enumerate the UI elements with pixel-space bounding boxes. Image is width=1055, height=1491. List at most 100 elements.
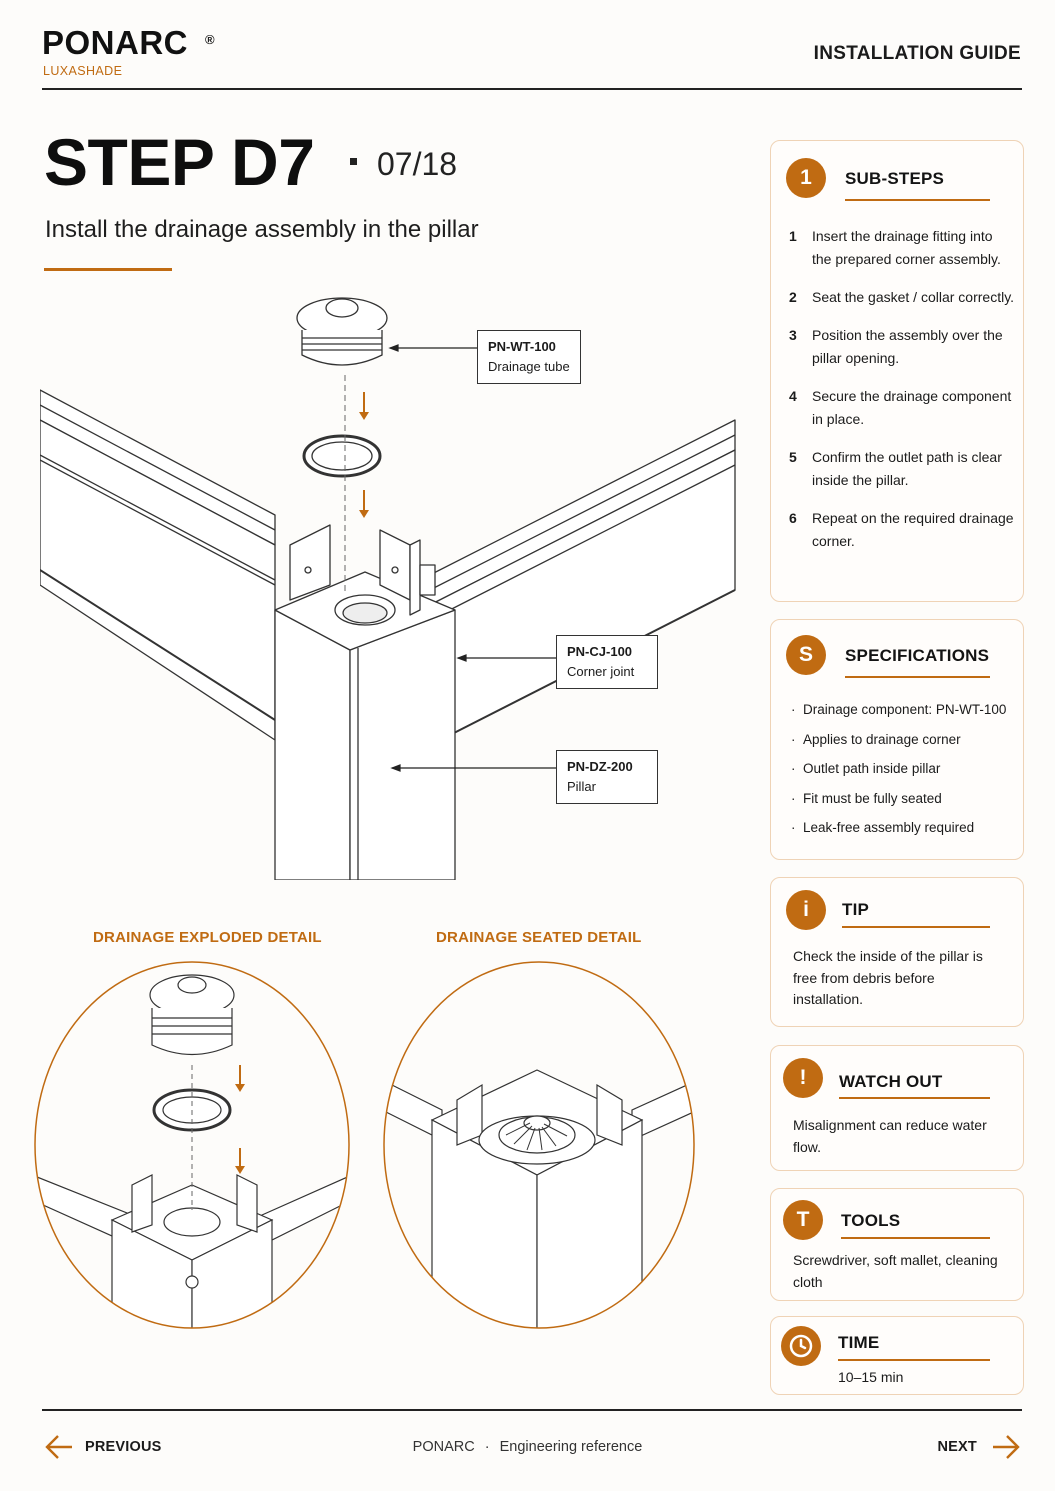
callout-name: Drainage tube <box>488 359 570 374</box>
callout-code: PN-CJ-100 <box>567 644 633 659</box>
list-item: 4 Secure the drainage component in place. <box>789 385 1015 431</box>
arrow-left-icon <box>45 1435 72 1459</box>
substep-number: 6 <box>789 510 797 526</box>
specifications-title-rule <box>845 676 990 678</box>
substep-text: Seat the gasket / collar correctly. <box>812 289 1015 305</box>
clock-icon <box>781 1326 821 1366</box>
exploded-detail-label: DRAINAGE EXPLODED DETAIL <box>93 929 322 946</box>
header-divider <box>42 88 1022 90</box>
brand-subtitle: LUXASHADE <box>43 64 123 78</box>
tools-icon: T <box>783 1200 823 1240</box>
pillar-right-face <box>349 609 456 880</box>
next-label: NEXT <box>937 1439 977 1455</box>
next-button[interactable]: NEXT <box>938 1434 1021 1460</box>
watch-out-card: ! WATCH OUT Misalignment can reduce wate… <box>770 1045 1024 1171</box>
callout-corner-joint: PN-CJ-100 Corner joint <box>556 635 658 689</box>
tools-title-rule <box>841 1237 990 1239</box>
warning-icon: ! <box>783 1058 823 1098</box>
info-icon: i <box>786 890 826 930</box>
footer-brand: PONARC <box>412 1439 475 1455</box>
list-item: 6 Repeat on the required drainage corner. <box>789 507 1015 553</box>
footer-separator: · <box>484 1439 490 1455</box>
footer-reference: PONARC · Engineering reference <box>0 1439 1055 1455</box>
spec-text: Applies to drainage corner <box>803 731 961 747</box>
callout-code: PN-DZ-200 <box>567 759 633 774</box>
callout-code: PN-WT-100 <box>488 339 556 354</box>
watch-out-title: WATCH OUT <box>839 1072 943 1091</box>
tip-text: Check the inside of the pillar is free f… <box>793 948 983 1007</box>
document-type: INSTALLATION GUIDE <box>813 43 1021 64</box>
list-item: · Leak-free assembly required <box>791 818 1021 838</box>
substeps-title-rule <box>845 199 990 201</box>
substep-number: 3 <box>789 327 797 343</box>
list-item: ·Outlet path inside pillar <box>791 759 1021 779</box>
title-accent-bar <box>44 268 172 271</box>
seated-detail-illustration <box>383 961 695 1329</box>
right-beam-face <box>419 449 736 736</box>
step-counter: 07/18 <box>377 146 458 182</box>
substep-text: Insert the drainage fitting into the pre… <box>812 228 1001 267</box>
substeps-list: 1 Insert the drainage fitting into the pr… <box>789 225 1015 568</box>
time-title: TIME <box>838 1333 880 1352</box>
seated-detail-label: DRAINAGE SEATED DETAIL <box>436 929 642 946</box>
list-item: 5 Confirm the outlet path is clear inside… <box>789 446 1015 492</box>
substep-text: Secure the drainage component in place. <box>812 388 1012 427</box>
tip-title: TIP <box>842 900 870 919</box>
tools-card: T TOOLS Screwdriver, soft mallet, cleani… <box>770 1188 1024 1301</box>
callout-drainage-tube: PN-WT-100 Drainage tube <box>477 330 581 384</box>
callout-name: Pillar <box>567 779 596 794</box>
tip-title-rule <box>842 926 990 928</box>
specifications-title: SPECIFICATIONS <box>845 646 990 665</box>
spec-text: Leak-free assembly required <box>803 820 975 835</box>
registered-mark: ® <box>205 32 215 47</box>
bullet: · <box>791 820 796 835</box>
substep-number: 5 <box>789 449 797 465</box>
time-text: 10–15 min <box>838 1369 904 1385</box>
watch-out-text: Misalignment can reduce water flow. <box>793 1117 987 1155</box>
step-title: STEP D7 <box>44 125 315 199</box>
exploded-detail-illustration <box>34 961 350 1329</box>
main-assembly-illustration <box>40 297 736 880</box>
substep-text: Position the assembly over the pillar op… <box>812 327 1003 366</box>
specifications-list: · Drainage component: PN-WT-100 · Applies … <box>791 700 1021 848</box>
clock-glyph <box>789 1334 813 1358</box>
time-card: TIME 10–15 min <box>770 1316 1024 1395</box>
title-separator-dot <box>350 158 357 165</box>
spec-text: Drainage component: PN-WT-100 <box>803 702 1007 717</box>
step-description: Install the drainage assembly in the pil… <box>45 216 479 243</box>
specifications-card: S SPECIFICATIONS · Drainage component: PN… <box>770 619 1024 860</box>
tip-card: i TIP Check the inside of the pillar is … <box>770 877 1024 1027</box>
specifications-badge: S <box>786 635 826 675</box>
callout-name: Corner joint <box>567 664 635 679</box>
substeps-badge: 1 <box>786 158 826 198</box>
list-item: · Fit must be fully seated <box>791 789 1021 809</box>
brand-logo: PONARC <box>42 24 189 61</box>
tools-text: Screwdriver, soft mallet, cleaning cloth <box>793 1252 998 1290</box>
list-item: · Drainage component: PN-WT-100 <box>791 700 1021 720</box>
pillar-left-face <box>274 609 351 880</box>
previous-label: PREVIOUS <box>85 1439 162 1455</box>
substep-text: Repeat on the required drainage corner. <box>812 510 1014 549</box>
time-title-rule <box>838 1359 990 1361</box>
list-item: 2 Seat the gasket / collar correctly. <box>789 286 1015 309</box>
bullet: · <box>791 761 796 776</box>
spec-text: Fit must be fully seated <box>803 790 942 806</box>
watch-out-title-rule <box>839 1097 990 1099</box>
substep-number: 1 <box>789 228 797 244</box>
tools-title: TOOLS <box>841 1211 901 1230</box>
bullet: · <box>791 702 796 717</box>
bullet: · <box>791 731 796 747</box>
list-item: 3 Position the assembly over the pillar o… <box>789 324 1015 370</box>
callout-pillar: PN-DZ-200 Pillar <box>556 750 658 804</box>
list-item: · Applies to drainage corner <box>791 730 1021 750</box>
footer-text: Engineering reference <box>499 1439 643 1455</box>
substep-text: Confirm the outlet path is clear inside … <box>812 449 1002 488</box>
substeps-title: SUB-STEPS <box>845 169 945 188</box>
arrow-right-icon <box>993 1435 1020 1459</box>
previous-button[interactable]: PREVIOUS <box>44 1434 162 1460</box>
substep-number: 4 <box>789 388 797 404</box>
substep-number: 2 <box>789 289 797 305</box>
list-item: 1 Insert the drainage fitting into the pr… <box>789 225 1015 271</box>
bullet: · <box>791 790 796 806</box>
